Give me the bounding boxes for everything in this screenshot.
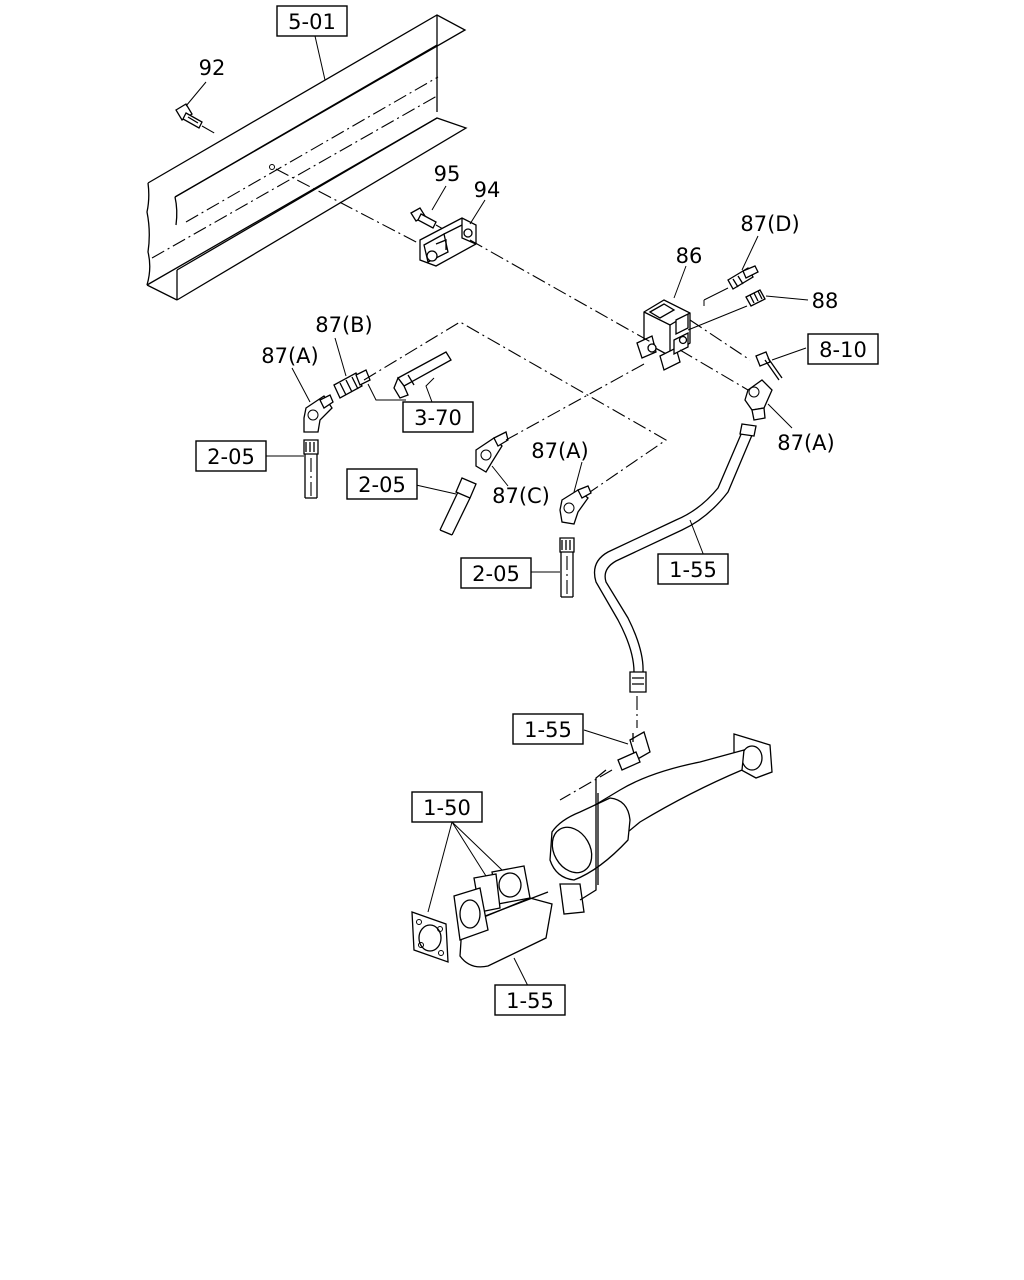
part-87a-right-label: 87(A)	[777, 431, 834, 455]
fitting-87a-mid	[559, 485, 592, 525]
hose-2-05-left	[303, 439, 319, 499]
callout-pipe-ref-155-tee: 1-55	[512, 713, 584, 745]
bracket-94	[419, 217, 477, 267]
hose-ref-205-mid-text: 2-05	[358, 473, 406, 497]
leader-lines	[185, 35, 809, 987]
part-87d-label: 87(D)	[740, 212, 799, 236]
fitting-87a-right	[744, 379, 773, 421]
callout-hose-ref-205-left: 2-05	[195, 440, 267, 472]
hose-ref-205-left-text: 2-05	[207, 445, 255, 469]
part-95-label: 95	[434, 162, 461, 186]
exhaust-pipe	[411, 733, 773, 968]
part-94-label: 94	[474, 178, 501, 202]
part-92-label: 92	[199, 56, 226, 80]
part-86-label: 86	[676, 244, 703, 268]
callout-hose-ref-370: 3-70	[402, 401, 474, 433]
frame-ref-text: 5-01	[288, 10, 336, 34]
bolt-92	[175, 103, 217, 135]
hose-ref-370-text: 3-70	[414, 406, 462, 430]
leader-87d-88	[703, 287, 729, 301]
callout-hose-ref-205-mid: 2-05	[346, 468, 418, 500]
callout-frame-ref: 5-01	[276, 5, 348, 37]
part-87c-label: 87(C)	[492, 484, 550, 508]
leader-88-valve	[687, 305, 748, 331]
hose-ref-205-low-text: 2-05	[472, 562, 520, 586]
sensor-8-10	[755, 351, 783, 381]
part-88-label: 88	[812, 289, 839, 313]
part-87b-label: 87(B)	[315, 313, 373, 337]
connection-lines	[275, 168, 751, 801]
sensor-ref-text: 8-10	[819, 338, 867, 362]
pipe-ref-155-tee-text: 1-55	[524, 718, 572, 742]
tee-fitting	[617, 731, 651, 771]
pipe-1-55	[593, 423, 757, 693]
callout-pipe-ref-155-mid: 1-55	[657, 553, 729, 585]
callout-pipe-ref-155-bottom: 1-55	[494, 984, 566, 1016]
pipe-ref-150-text: 1-50	[423, 796, 471, 820]
pipe-ref-155-mid-text: 1-55	[669, 558, 717, 582]
hose-2-05-low	[559, 537, 575, 598]
callout-sensor-ref: 8-10	[807, 333, 879, 365]
valve-86	[636, 299, 691, 371]
part-87a-mid-label: 87(A)	[531, 439, 588, 463]
callout-pipe-ref-150: 1-50	[411, 791, 483, 823]
hose-3-70	[393, 351, 452, 399]
hose-2-05-mid	[439, 477, 477, 536]
fitting-87c	[475, 431, 509, 473]
fitting-88	[745, 289, 766, 307]
pipe-ref-155-bottom-text: 1-55	[506, 989, 554, 1013]
fitting-87b	[333, 369, 371, 399]
frame-rail	[146, 14, 468, 301]
fitting-87d	[727, 265, 759, 290]
fitting-87a-left	[303, 394, 334, 433]
part-87a-left-label: 87(A)	[261, 344, 318, 368]
callout-hose-ref-205-low: 2-05	[460, 557, 532, 589]
